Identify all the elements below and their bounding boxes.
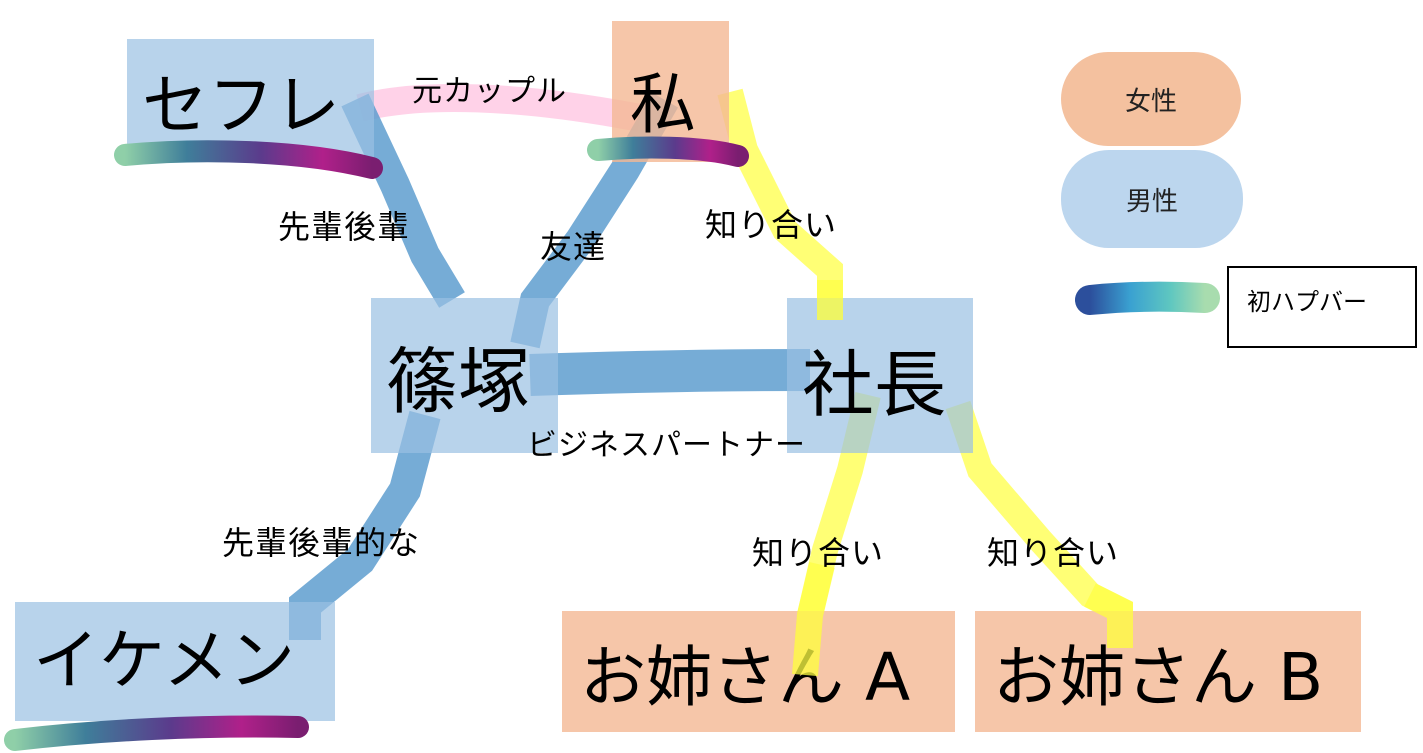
edge-label-senior-junior-ish: 先輩後輩的な <box>222 524 421 562</box>
node-oneesan-a-label: お姉さん A <box>580 638 911 716</box>
node-ikemen-label: イケメン <box>33 622 296 699</box>
node-sefure: セフレ <box>127 39 374 160</box>
legend-first-hapubar-box: 初ハプバー <box>1227 266 1417 348</box>
node-shacho-label: 社長 <box>802 343 947 427</box>
legend-female-label: 女性 <box>1124 86 1177 117</box>
edge-senior-junior-line <box>341 93 465 308</box>
edge-label-acquaintance-2: 知り合い <box>752 534 885 572</box>
legend-male-label: 男性 <box>1125 186 1178 217</box>
legend-galaxy-marker-icon <box>1075 281 1220 315</box>
node-watashi-label: 私 <box>630 66 696 143</box>
node-sefure-label: セフレ <box>142 66 340 144</box>
node-oneesan-b: お姉さん B <box>975 611 1361 732</box>
edge-label-acquaintance-1: 知り合い <box>705 206 838 244</box>
node-ikemen: イケメン <box>15 602 335 721</box>
node-shinozuka: 篠塚 <box>371 298 558 453</box>
first-hapubar-marker-sefure <box>114 140 383 179</box>
legend-first-hapubar-label: 初ハプバー <box>1247 288 1367 316</box>
legend-male: 男性 <box>1061 150 1243 248</box>
first-hapubar-marker-ikemen <box>4 715 309 751</box>
edge-label-acquaintance-3: 知り合い <box>987 534 1120 572</box>
edge-label-friend: 友達 <box>540 228 607 266</box>
edge-label-senior-junior: 先輩後輩 <box>278 208 411 246</box>
legend-female: 女性 <box>1061 52 1241 146</box>
node-shacho: 社長 <box>787 298 973 453</box>
first-hapubar-marker-watashi <box>587 136 749 167</box>
edge-business-partner-line <box>529 349 811 396</box>
edge-acquaintance-overlay-b <box>1084 583 1133 648</box>
edge-label-business-partner: ビジネスパートナー <box>527 428 806 463</box>
node-oneesan-b-label: お姉さん B <box>993 638 1324 716</box>
node-oneesan-a: お姉さん A <box>562 611 955 732</box>
edge-acquaintance-overlay-a <box>792 561 835 677</box>
edge-ex-couple-line <box>356 83 643 132</box>
edge-label-ex-couple: 元カップル <box>412 74 567 109</box>
node-shinozuka-label: 篠塚 <box>386 340 531 424</box>
